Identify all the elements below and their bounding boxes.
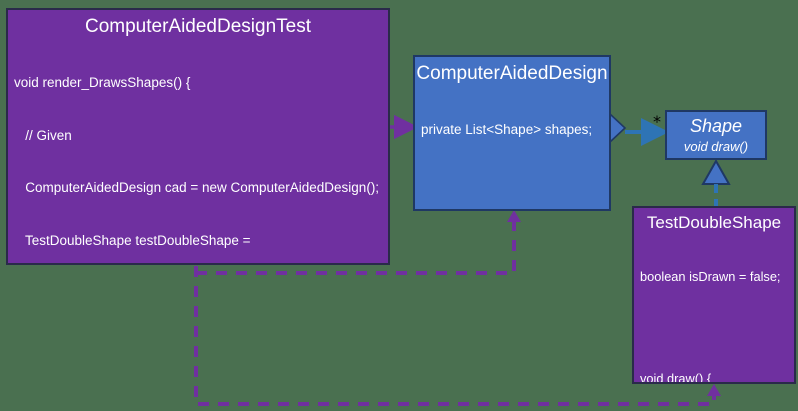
code-line: void draw() { [640, 371, 712, 384]
code-line: ComputerAidedDesign cad = new ComputerAi… [14, 180, 380, 195]
aggregation-multiplicity-label: * [653, 112, 661, 131]
code-line: boolean isDrawn = false; [640, 269, 781, 284]
class-member-shape-draw: void draw() [683, 139, 749, 154]
code-line: // Given [14, 127, 72, 143]
class-title-testdoubleshape: TestDoubleShape [646, 213, 782, 232]
class-box-testdoubleshape[interactable]: TestDoubleShape boolean isDrawn = false;… [632, 206, 796, 384]
code-line [421, 174, 603, 192]
class-title-computeraideddesigntest: ComputerAidedDesignTest [84, 16, 311, 37]
class-title-computeraideddesign: ComputerAidedDesign [416, 63, 608, 84]
class-box-shape[interactable]: Shape void draw() [665, 110, 767, 160]
class-body-testdoubleshape: boolean isDrawn = false; void draw() { i… [634, 234, 794, 384]
class-box-computeraideddesign[interactable]: ComputerAidedDesign private List<Shape> … [413, 55, 611, 211]
code-line [640, 319, 788, 336]
class-body-computeraideddesign: private List<Shape> shapes; void render(… [415, 86, 609, 209]
generalization-testdouble-to-shape [701, 158, 731, 206]
code-line: private List<Shape> shapes; [421, 122, 593, 137]
class-title-shape: Shape [689, 116, 743, 136]
class-box-computeraideddesigntest[interactable]: ComputerAidedDesignTest void render_Draw… [6, 8, 390, 265]
code-line: TestDoubleShape testDoubleShape = [14, 232, 251, 248]
class-body-computeraideddesigntest: void render_DrawsShapes() { // Given Com… [8, 39, 388, 263]
code-line: void render_DrawsShapes() { [14, 75, 191, 90]
